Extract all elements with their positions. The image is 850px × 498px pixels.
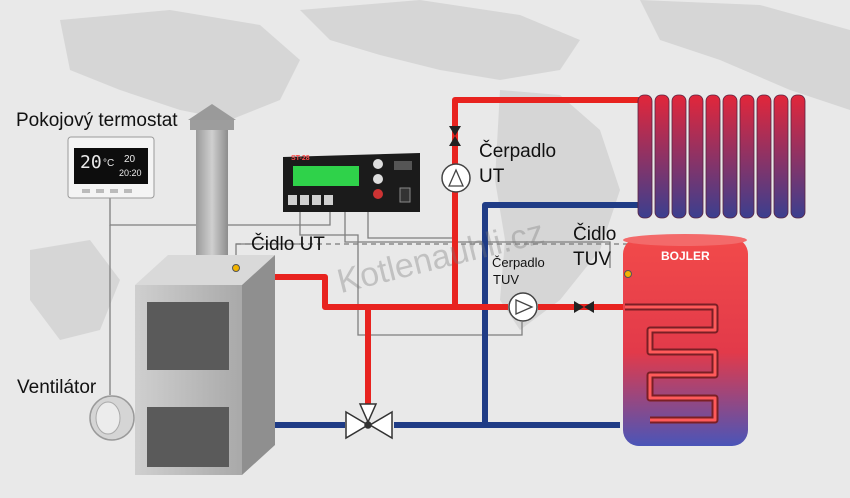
heating-pump-label-2: UT: [479, 166, 505, 187]
radiator-fin: [773, 94, 789, 219]
radiator-fin: [705, 94, 721, 219]
radiator-fin: [722, 94, 738, 219]
tank-label: BOJLER: [661, 249, 710, 263]
pump-ut-icon: [441, 163, 471, 193]
radiator-fin: [756, 94, 772, 219]
hot-water-tank: [623, 234, 748, 446]
dhw-sensor-label-2: TUV: [573, 249, 611, 270]
mixing-valve: [345, 403, 393, 440]
radiator-fin: [688, 94, 704, 219]
chimney: [188, 104, 236, 268]
controller-brand: ST-28: [291, 155, 310, 162]
hot-supply-pipes: [275, 97, 640, 405]
thermostat-unit: °C: [103, 158, 115, 169]
radiator-fin: [671, 94, 687, 219]
dhw-pump-label-2: TUV: [493, 272, 519, 287]
dhw-pump-label-1: Čerpadlo: [492, 255, 545, 270]
dhw-sensor-label-1: Čidlo: [573, 224, 617, 245]
heating-pump-label-1: Čerpadlo: [479, 141, 557, 162]
radiator-fin: [654, 94, 670, 219]
radiator: [637, 94, 806, 219]
check-valve-ut: [449, 126, 461, 146]
thermostat-temp: 20: [80, 152, 102, 173]
boiler-sensor-label: Čidlo UT: [251, 234, 325, 255]
fan: [89, 395, 135, 441]
boiler: [135, 255, 275, 475]
room-thermostat: [67, 136, 155, 199]
cold-return-pipes: [275, 202, 640, 428]
radiator-fin: [739, 94, 755, 219]
radiator-fin: [790, 94, 806, 219]
check-valve-tuv: [574, 301, 594, 313]
world-map-background: [30, 0, 850, 340]
radiator-fin: [637, 94, 653, 219]
thermostat-set: 20: [124, 154, 136, 165]
fan-label: Ventilátor: [17, 377, 97, 398]
room-thermostat-label: Pokojový termostat: [16, 110, 178, 131]
boiler-controller: [283, 153, 420, 212]
pump-tuv-icon: [508, 292, 538, 322]
thermostat-time: 20:20: [119, 168, 142, 178]
